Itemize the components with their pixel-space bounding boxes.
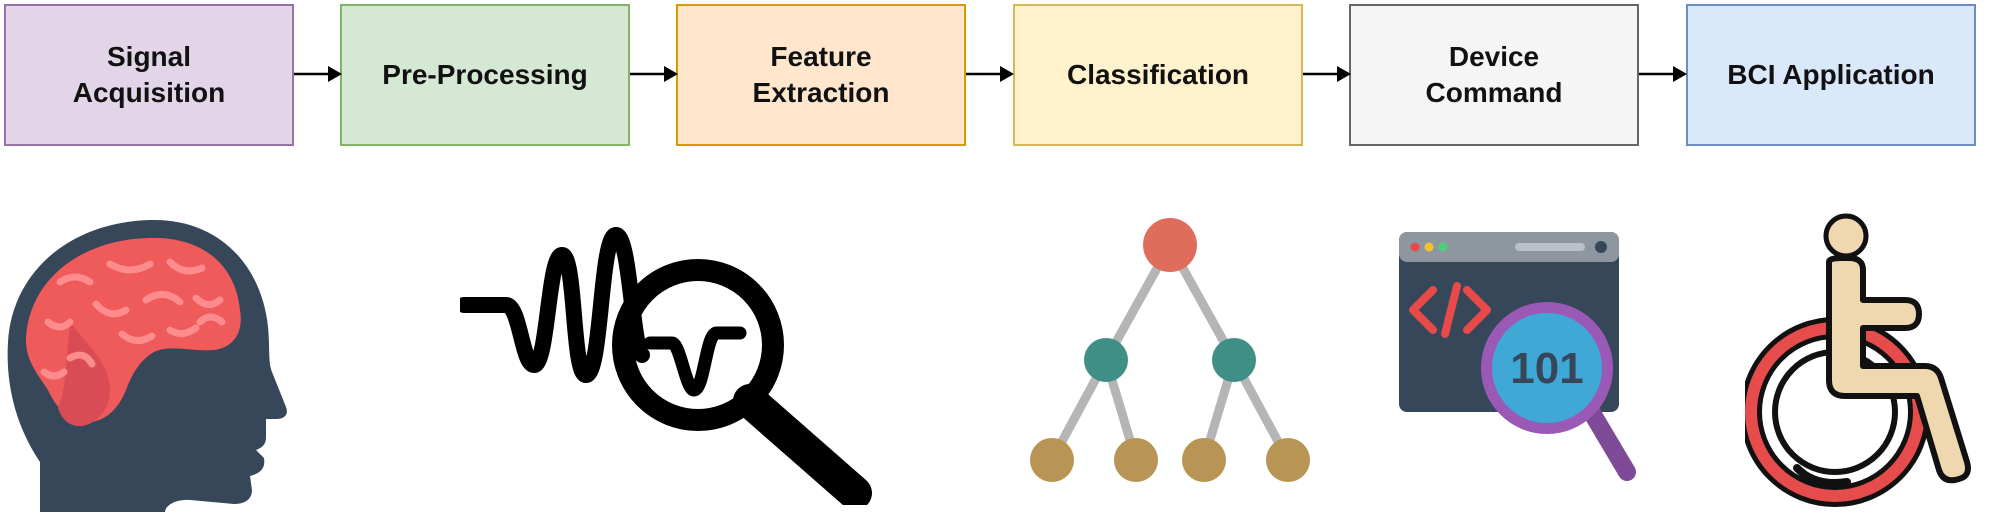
- arrow-2: [630, 66, 678, 82]
- arrow-4: [1303, 66, 1351, 82]
- arrow-5: [1639, 66, 1687, 82]
- code-badge-text: 101: [1510, 344, 1583, 393]
- step-pre-processing: Pre-Processing: [340, 4, 630, 146]
- step-bci-application: BCI Application: [1686, 4, 1976, 146]
- step-signal-acquisition: Signal Acquisition: [4, 4, 294, 146]
- code-window-icon: 101: [1399, 232, 1636, 481]
- decision-tree-icon: [1030, 218, 1310, 482]
- signal-magnifier-icon: [460, 227, 872, 505]
- arrow-3: [966, 66, 1014, 82]
- step-classification: Classification: [1013, 4, 1303, 146]
- step-device-command: Device Command: [1349, 4, 1639, 146]
- brain-head-icon: [7, 219, 287, 512]
- wheelchair-icon: [1745, 213, 1971, 507]
- step-feature-extraction: Feature Extraction: [676, 4, 966, 146]
- arrow-1: [294, 66, 342, 82]
